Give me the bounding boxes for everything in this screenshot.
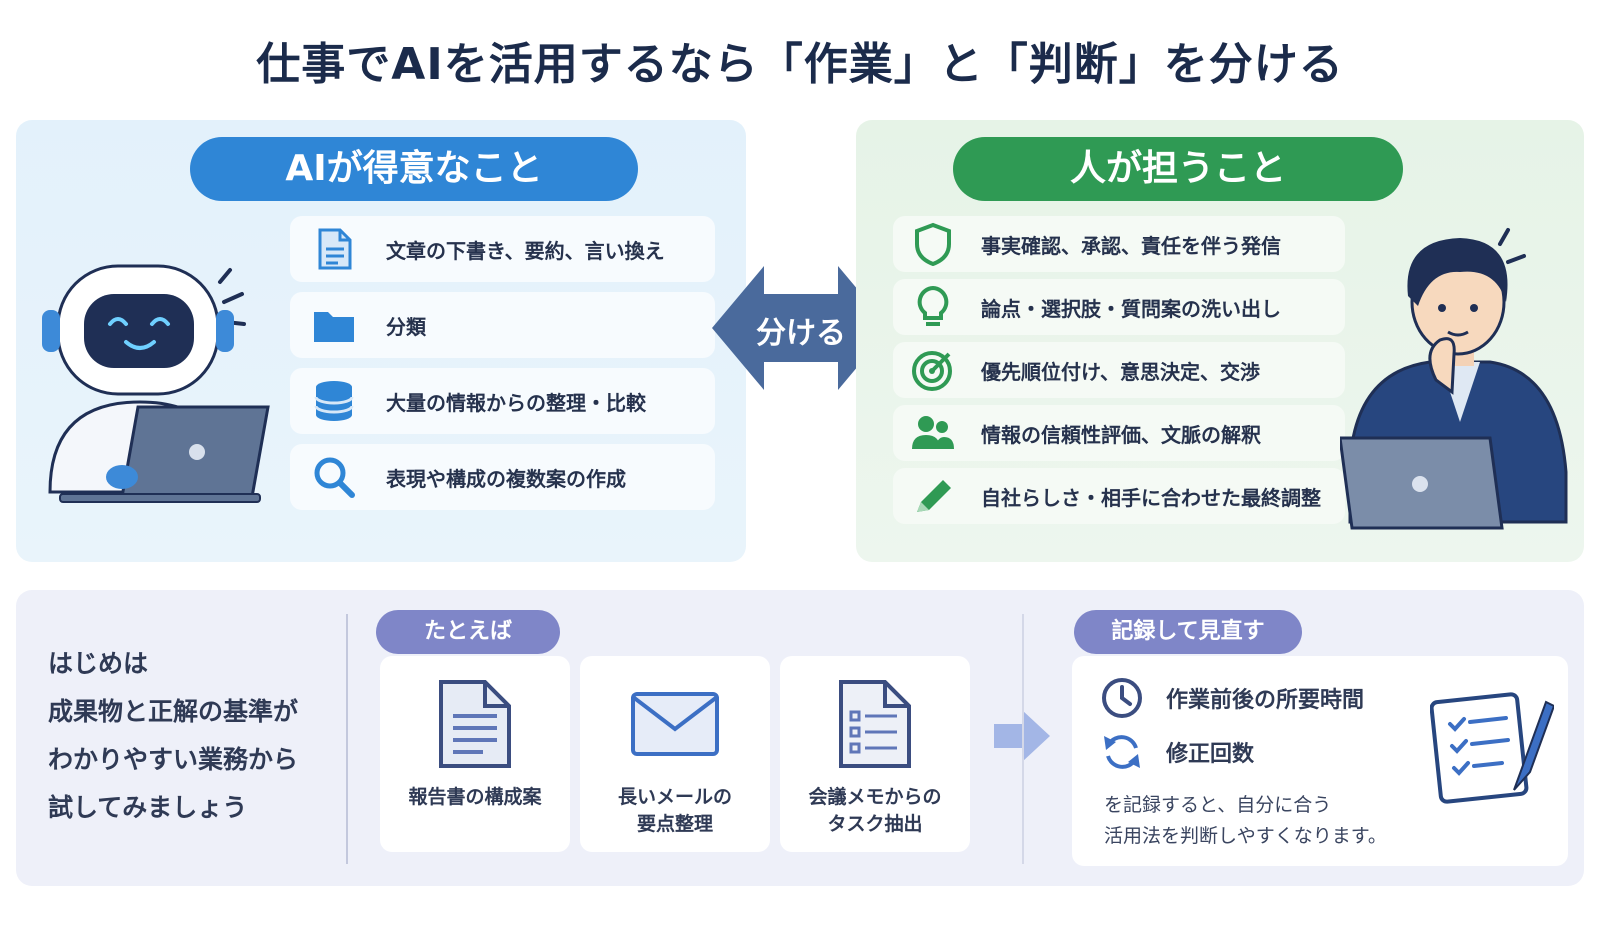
envelope-icon: [580, 674, 770, 774]
intro-line: 成果物と正解の基準が: [48, 697, 299, 726]
ai-item-drafting: 文章の下書き、要約、言い換え: [290, 216, 715, 282]
people-icon: [911, 411, 955, 455]
clock-icon: [1102, 678, 1142, 718]
database-icon: [312, 379, 356, 423]
human-item-issues: 論点・選択肢・質問案の洗い出し: [893, 279, 1345, 335]
intro-line: わかりやすい業務から: [48, 745, 299, 774]
person-thinking-illustration: [1340, 228, 1568, 530]
record-item-revisions: 修正回数: [1100, 730, 1254, 774]
ai-item-label: 文章の下書き、要約、言い換え: [386, 238, 665, 263]
page-title: 仕事でAIを活用するなら「作業」と「判断」を分ける: [256, 39, 1344, 90]
human-roles-heading: 人が担うこと: [953, 137, 1403, 201]
intro-line: はじめは: [48, 649, 149, 678]
ai-item-label: 大量の情報からの整理・比較: [386, 390, 646, 415]
refresh-icon: [1104, 735, 1140, 769]
examples-tag: たとえば: [376, 610, 560, 654]
human-item-evaluation: 情報の信頼性評価、文脈の解釈: [893, 405, 1345, 461]
target-icon: [911, 348, 955, 392]
example-card-report: 報告書の構成案: [380, 656, 570, 852]
clipboard-checklist-icon: [1430, 692, 1554, 804]
pencil-icon: [911, 474, 955, 518]
folder-icon: [312, 303, 356, 347]
divider: [346, 614, 348, 864]
human-item-verification: 事実確認、承認、責任を伴う発信: [893, 216, 1345, 272]
human-item-adjustment: 自社らしさ・相手に合わせた最終調整: [893, 468, 1345, 524]
lightbulb-icon: [911, 285, 955, 329]
human-item-label: 優先順位付け、意思決定、交渉: [981, 359, 1260, 384]
example-card-tasks: 会議メモからの タスク抽出: [780, 656, 970, 852]
record-item-label: 修正回数: [1166, 742, 1255, 767]
example-card-email: 長いメールの 要点整理: [580, 656, 770, 852]
ai-strengths-heading: AIが得意なこと: [190, 137, 638, 201]
human-item-label: 自社らしさ・相手に合わせた最終調整: [981, 485, 1321, 510]
checklist-document-icon: [780, 674, 970, 774]
example-label: 長いメールの 要点整理: [617, 786, 732, 835]
split-double-arrow: [712, 266, 890, 390]
ai-item-label: 分類: [386, 314, 426, 339]
ai-item-alternatives: 表現や構成の複数案の作成: [290, 444, 715, 510]
intro-line: 試してみましょう: [48, 793, 248, 822]
human-item-label: 情報の信頼性評価、文脈の解釈: [981, 422, 1261, 447]
divider: [1022, 614, 1024, 864]
human-item-label: 論点・選択肢・質問案の洗い出し: [981, 296, 1281, 321]
intro-text: はじめは 成果物と正解の基準が わかりやすい業務から 試してみましょう: [48, 640, 298, 832]
record-note: を記録すると、自分に合う 活用法を判断しやすくなります。: [1104, 794, 1387, 847]
example-label: 会議メモからの タスク抽出: [808, 786, 942, 835]
robot-illustration: [42, 264, 270, 503]
human-item-decision: 優先順位付け、意思決定、交渉: [893, 342, 1345, 398]
report-document-icon: [380, 674, 570, 774]
record-item-label: 作業前後の所要時間: [1166, 688, 1365, 713]
shield-icon: [911, 222, 955, 266]
search-icon: [312, 455, 356, 499]
record-item-time: 作業前後の所要時間: [1100, 676, 1364, 720]
ai-item-classification: 分類: [290, 292, 715, 358]
example-label: 報告書の構成案: [408, 786, 542, 808]
ai-item-label: 表現や構成の複数案の作成: [386, 466, 626, 491]
split-label: 分ける: [756, 316, 846, 351]
ai-item-organize: 大量の情報からの整理・比較: [290, 368, 715, 434]
document-icon: [312, 227, 356, 271]
human-item-label: 事実確認、承認、責任を伴う発信: [981, 233, 1281, 258]
record-tag: 記録して見直す: [1074, 610, 1302, 654]
